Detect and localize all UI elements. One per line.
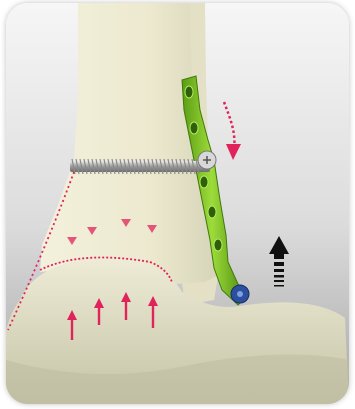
- plate-hole: [208, 206, 216, 218]
- fixation-illustration: [6, 3, 349, 404]
- blue-screw-center: [237, 291, 243, 297]
- plate-hole: [185, 86, 193, 98]
- plate-hole: [190, 122, 198, 134]
- illustration-panel: [6, 3, 349, 404]
- plate-hole: [200, 176, 208, 188]
- plate-hole: [214, 239, 222, 251]
